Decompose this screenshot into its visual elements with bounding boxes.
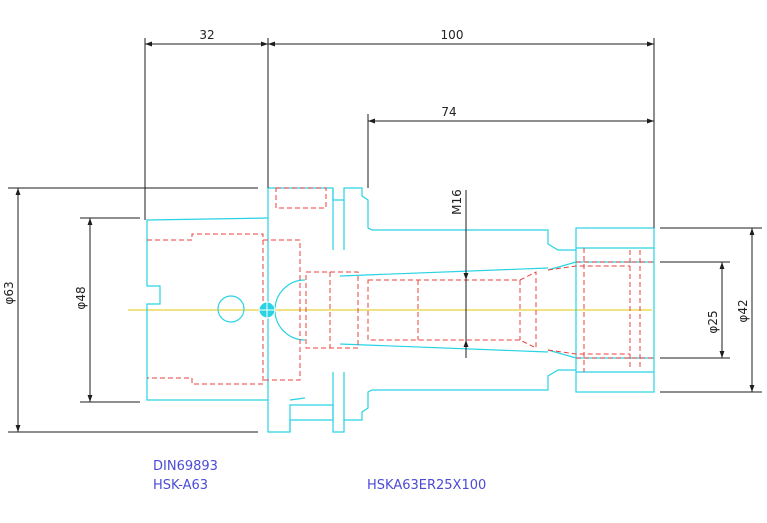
standard-note: DIN69893 xyxy=(153,459,218,474)
dim-dia-nut: φ42 xyxy=(736,299,750,322)
dim-flange-length: 32 xyxy=(199,28,214,42)
dim-dia-collet: φ25 xyxy=(706,310,720,333)
interface-note: HSK-A63 xyxy=(153,478,209,493)
dim-body-length: 74 xyxy=(441,105,456,119)
dimension-lines xyxy=(8,38,762,433)
dim-dia-flange: φ63 xyxy=(2,281,16,304)
dim-thread: M16 xyxy=(450,189,464,215)
part-number-note: HSKA63ER25X100 xyxy=(367,478,487,493)
dim-dia-taper: φ48 xyxy=(74,286,88,309)
hidden-lines xyxy=(147,187,654,385)
dim-total-length: 100 xyxy=(441,28,464,42)
